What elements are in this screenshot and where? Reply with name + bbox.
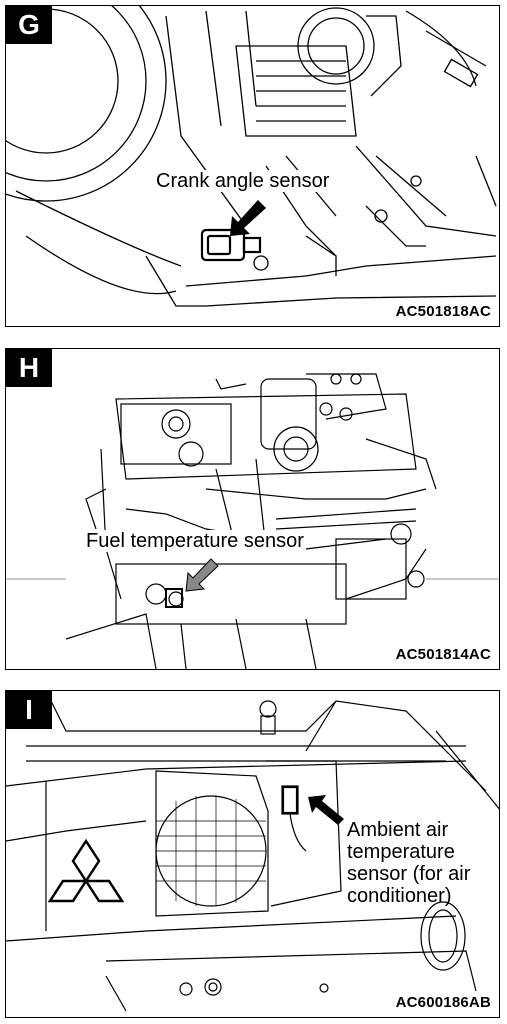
callout-label: Ambient air temperature sensor (for air … — [347, 819, 470, 907]
callout-line: Ambient air — [347, 819, 449, 841]
callout-line: sensor (for air — [347, 863, 471, 885]
front-grille-illustration — [6, 691, 499, 1012]
panel-letter: G — [6, 6, 52, 44]
three-diamond-logo — [47, 838, 125, 903]
callout-line: conditioner) — [347, 885, 452, 907]
ambient-air-temperature-sensor — [281, 785, 299, 815]
arrow-down-left-icon — [230, 200, 266, 236]
callout-label: Crank angle sensor — [154, 170, 332, 192]
figure-code: AC600186AB — [393, 994, 493, 1011]
callout-line: temperature — [347, 841, 455, 863]
arrow-up-left-icon — [308, 795, 344, 825]
figure-code: AC501818AC — [393, 303, 493, 320]
panel-letter: H — [6, 349, 52, 387]
panel-g: G Crank angle sensor AC501818AC — [5, 5, 500, 327]
crank-angle-sensor — [200, 228, 262, 262]
fuel-temperature-sensor — [165, 588, 183, 608]
arrow-down-left-icon — [185, 558, 219, 592]
engine-illustration — [6, 373, 499, 669]
panel-letter: I — [6, 691, 52, 729]
figure-code: AC501814AC — [393, 646, 493, 663]
panel-h: H Fuel temperature sensor AC501814AC — [5, 348, 500, 670]
crank-sensor-illustration — [6, 6, 497, 307]
callout-label: Fuel temperature sensor — [84, 530, 306, 552]
panel-i: I Ambient air temperature sensor (for ai… — [5, 690, 500, 1018]
